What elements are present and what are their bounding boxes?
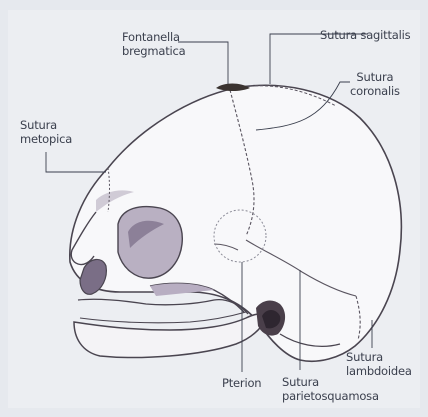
label-line: Sutura xyxy=(346,350,412,364)
label-line: parietosquamosa xyxy=(282,389,379,403)
label-line: Fontanella xyxy=(122,30,185,44)
label-pterion: Pterion xyxy=(222,376,261,390)
label-line: bregmatica xyxy=(122,44,185,58)
label-sutura-coronalis: Sutura coronalis xyxy=(350,70,400,98)
label-line: Sutura xyxy=(350,70,400,84)
orbit xyxy=(118,207,182,279)
label-sutura-sagittalis: Sutura sagittalis xyxy=(320,28,410,42)
label-sutura-lambdoidea: Sutura lambdoidea xyxy=(346,350,412,378)
label-sutura-parietosquamosa: Sutura parietosquamosa xyxy=(282,375,379,403)
label-line: Sutura sagittalis xyxy=(320,28,410,42)
label-line: metopica xyxy=(20,132,72,146)
label-fontanella-bregmatica: Fontanella bregmatica xyxy=(122,30,185,58)
label-line: coronalis xyxy=(350,84,400,98)
label-sutura-metopica: Sutura metopica xyxy=(20,118,72,146)
label-line: Sutura xyxy=(20,118,72,132)
label-line: lambdoidea xyxy=(346,364,412,378)
label-line: Pterion xyxy=(222,376,261,390)
